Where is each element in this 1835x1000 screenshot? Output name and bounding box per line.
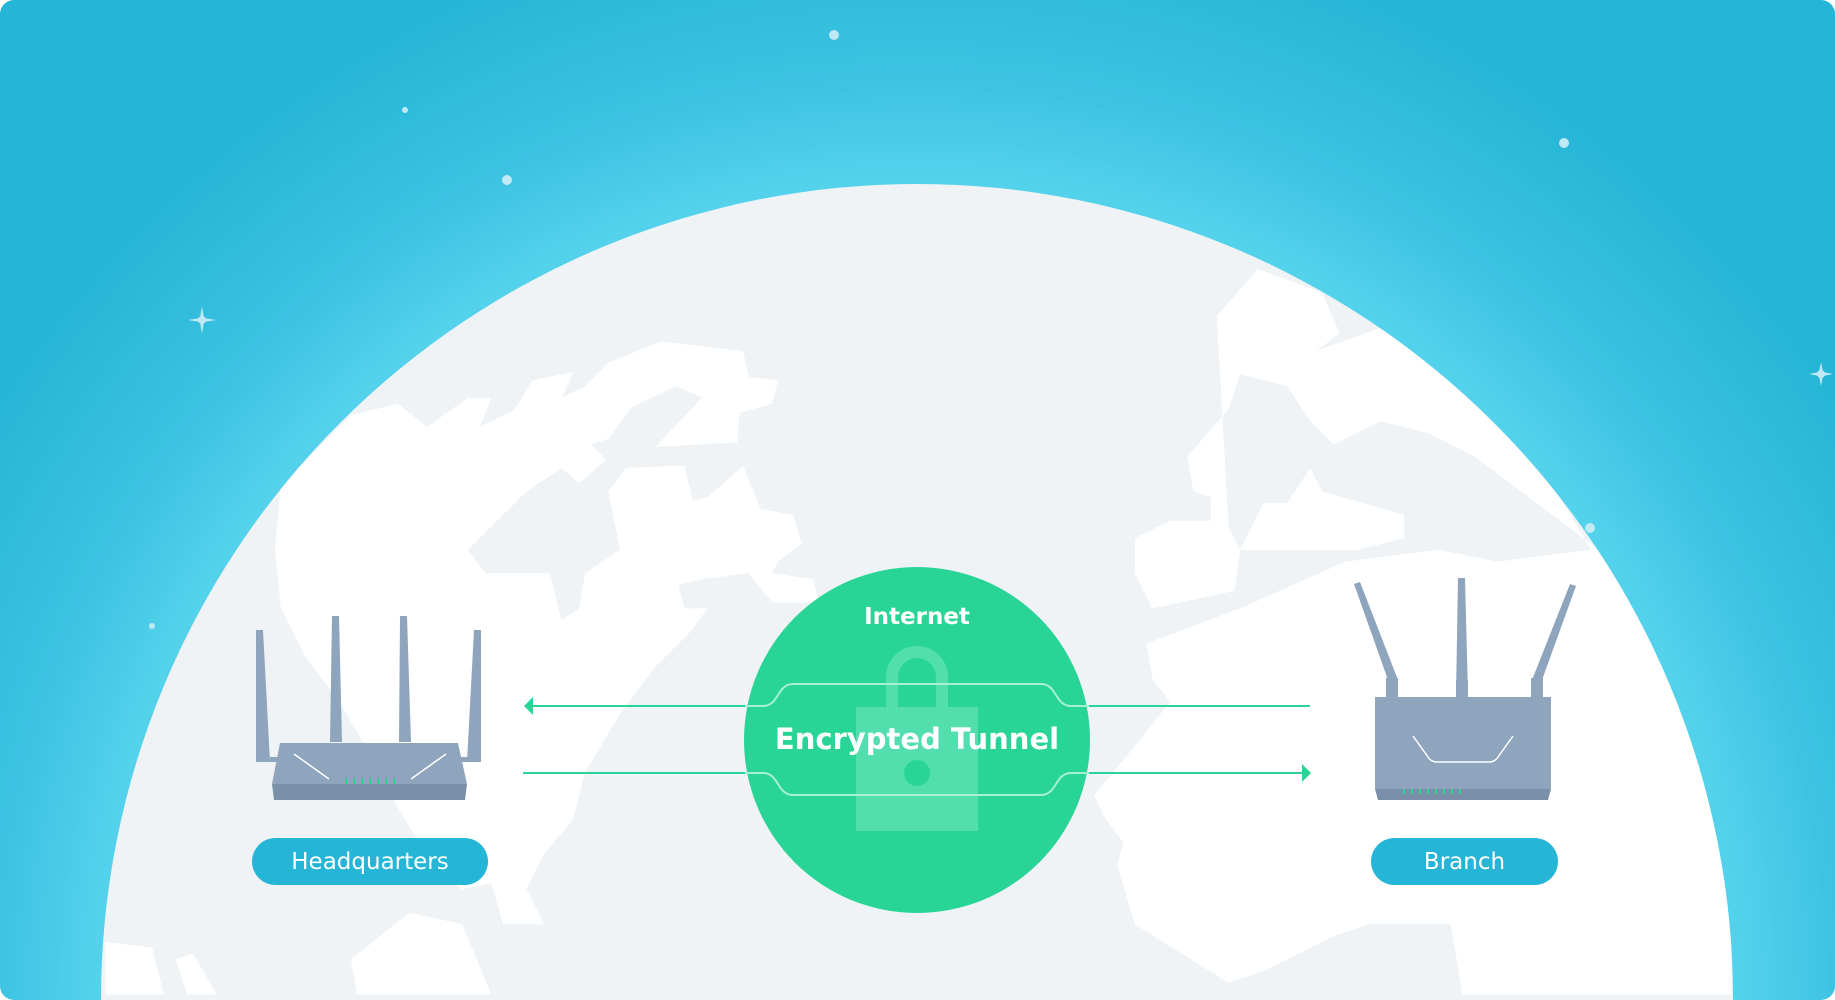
hq-router-icon [256, 616, 481, 800]
star [149, 623, 155, 629]
arrow-left-icon [524, 697, 533, 715]
encrypted-tunnel-label: Encrypted Tunnel [774, 722, 1060, 756]
star [1559, 138, 1569, 148]
lock-icon [856, 646, 978, 831]
star [402, 107, 408, 113]
star [829, 30, 839, 40]
sparkle-icon [1809, 362, 1833, 386]
branch-label: Branch [1371, 838, 1558, 885]
headquarters-label: Headquarters [252, 838, 488, 885]
tunnel-shape [745, 683, 1089, 796]
internet-label: Internet [864, 604, 970, 630]
arrow-right-icon [1302, 764, 1311, 782]
stars [149, 30, 1833, 629]
star [502, 175, 512, 185]
branch-router-icon [1354, 578, 1576, 800]
sparkle-icon [188, 306, 216, 334]
star [1585, 523, 1595, 533]
